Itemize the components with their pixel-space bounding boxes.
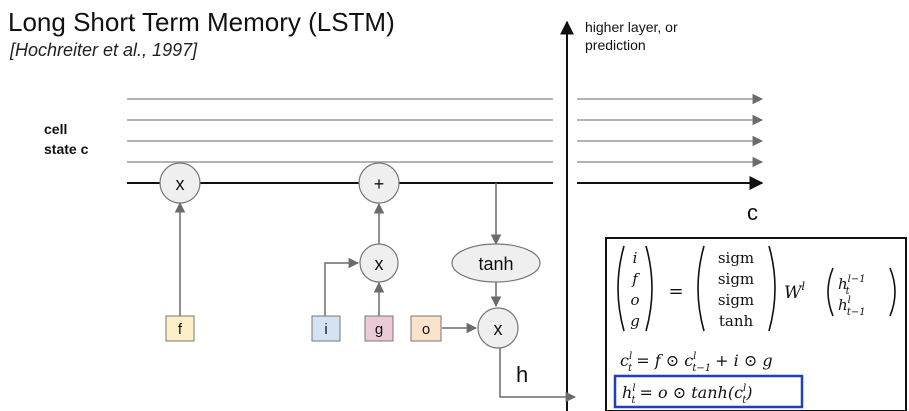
svg-text:Wl: Wl <box>784 280 805 303</box>
forget-multiply-node: x <box>159 162 201 204</box>
cell-state-label-line2: state c <box>44 141 89 157</box>
hidden-update-highlight <box>613 374 804 409</box>
connections <box>174 183 577 403</box>
add-node: + <box>358 162 400 204</box>
gate-i-label: i <box>324 321 327 338</box>
higher-layer-label-line2: prediction <box>585 37 646 53</box>
output-multiply-symbol: x <box>494 319 503 339</box>
vector-bottom-h: h <box>838 296 848 314</box>
gate-i: i <box>311 315 341 342</box>
cell-state-label-line1: cell <box>44 121 67 137</box>
forget-multiply-symbol: x <box>176 174 185 194</box>
slide-title: Long Short Term Memory (LSTM) <box>8 7 395 37</box>
vector-bottom-sub: t−1 <box>847 307 866 318</box>
svg-text:hl−1t: hl−1t <box>838 274 866 297</box>
tanh-node: tanh <box>451 243 541 283</box>
gate-rhs-sigm-1: sigm <box>718 249 754 267</box>
gate-lhs-f: f <box>631 270 640 288</box>
vector-top-h: h <box>838 275 848 293</box>
svg-text:hlt−1: hlt−1 <box>838 295 866 318</box>
gate-f-label: f <box>178 321 183 338</box>
weight-superscript: l <box>801 280 805 293</box>
higher-layer-label-line1: higher layer, or <box>585 19 678 35</box>
gate-lhs-g: g <box>630 312 640 330</box>
gate-rhs-sigm-2: sigm <box>718 270 754 288</box>
gate-o-label: o <box>422 321 430 338</box>
h-output-label: h <box>516 362 528 387</box>
input-multiply-node: x <box>359 243 399 283</box>
input-multiply-symbol: x <box>375 254 384 274</box>
c-output-label: c <box>747 200 758 225</box>
output-multiply-node: x <box>477 307 519 349</box>
gate-rhs-sigm-3: sigm <box>718 291 754 309</box>
stacked-cell-lines <box>127 93 764 168</box>
gate-o: o <box>410 315 442 342</box>
gate-eq-sign: = <box>668 281 683 302</box>
gate-g: g <box>364 315 394 342</box>
vector-top-sub: t <box>846 286 851 297</box>
vector-top-sup: l−1 <box>848 274 866 285</box>
vector-bottom-sup: l <box>848 295 851 306</box>
gate-lhs-i: i <box>633 249 638 267</box>
tanh-label: tanh <box>478 254 513 274</box>
gate-g-label: g <box>375 321 383 338</box>
gate-rhs-tanh: tanh <box>719 312 754 330</box>
add-symbol: + <box>374 174 385 194</box>
citation: [Hochreiter et al., 1997] <box>9 40 198 60</box>
weight-matrix: W <box>784 283 803 303</box>
gate-f: f <box>165 315 195 342</box>
gate-lhs-o: o <box>630 291 639 309</box>
